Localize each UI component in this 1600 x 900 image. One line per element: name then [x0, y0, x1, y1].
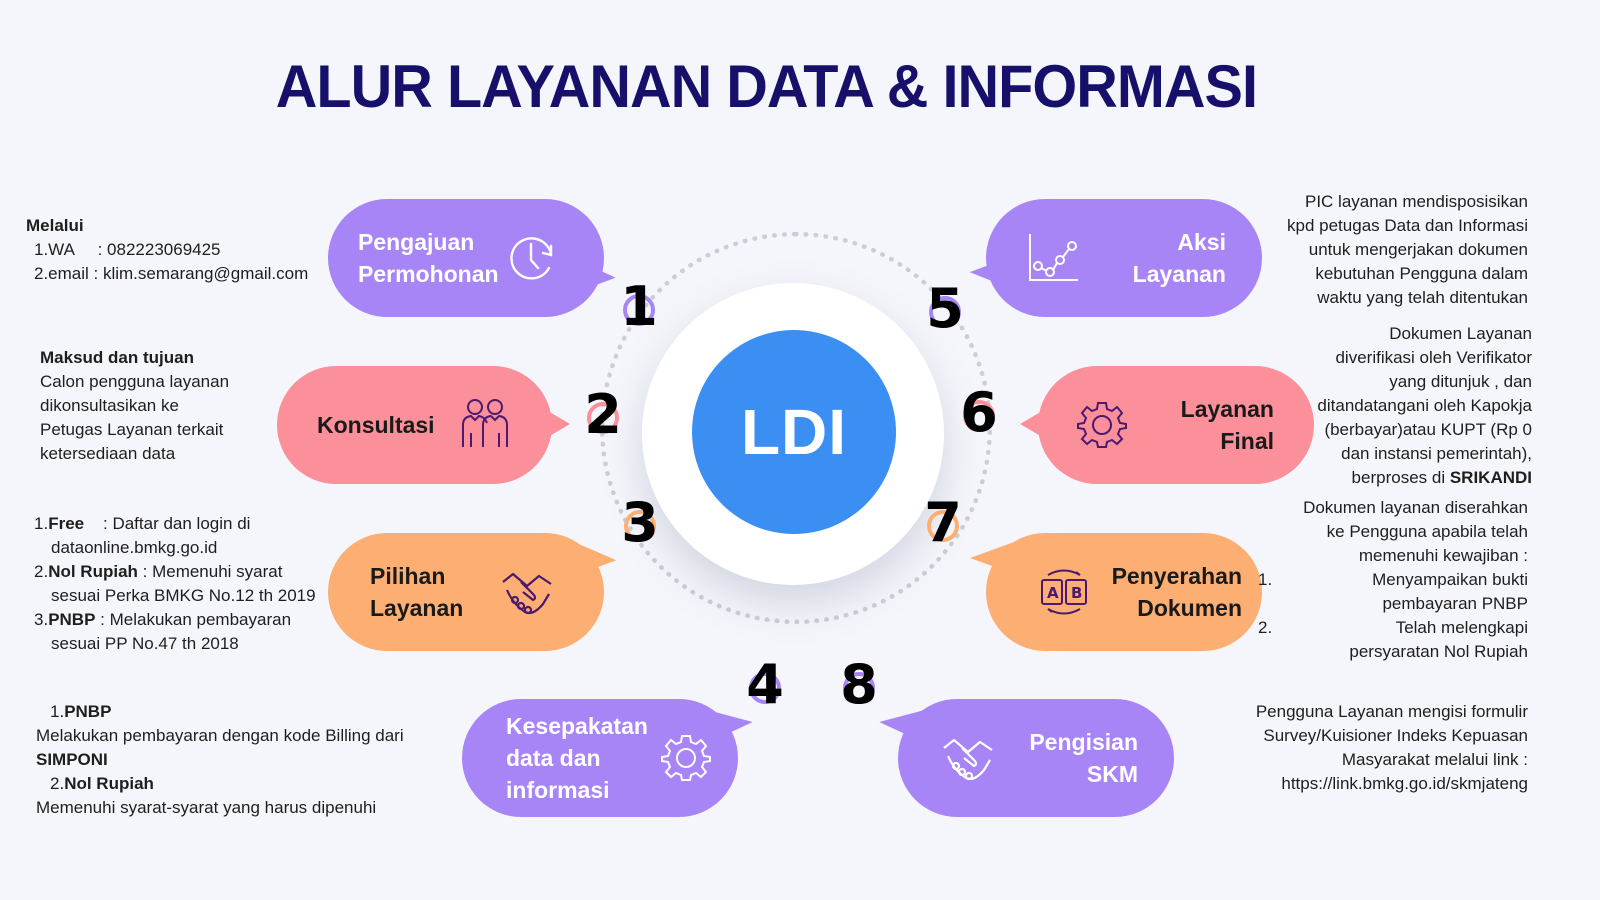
- step-label: Layanan: [1180, 396, 1274, 422]
- description-step-6: Dokumen Layanan diverifikasi oleh Verifi…: [1317, 324, 1532, 487]
- step-number-5: 5: [926, 277, 964, 340]
- step-label: Aksi: [1177, 229, 1226, 255]
- people-icon: [457, 397, 513, 453]
- step-label: informasi: [506, 777, 610, 803]
- bubble-tail: [570, 263, 616, 309]
- description-step-1: Melalui 1.WA : 082223069425 2.email : kl…: [26, 216, 309, 283]
- step-label: Pengajuan: [358, 229, 475, 255]
- step-number-7: 7: [924, 491, 962, 554]
- description-step-8: Pengguna Layanan mengisi formulir Survey…: [1256, 700, 1528, 796]
- clock-refresh-icon: [505, 230, 561, 286]
- handshake-icon: [940, 730, 996, 786]
- step-label: Permohonan: [358, 261, 499, 287]
- step-label: Dokumen: [1137, 595, 1242, 621]
- step-number-2: 2: [584, 383, 622, 446]
- step-label: Layanan: [1132, 261, 1226, 287]
- center-ldi-circle: LDI: [692, 330, 896, 534]
- description-step-3: 1.Free : Daftar dan login di dataonline.…: [34, 514, 316, 653]
- bubble-tail: [546, 410, 570, 438]
- bubble-tail: [879, 694, 925, 738]
- description-step-5: PIC layanan mendisposisikan kpd petugas …: [1287, 192, 1528, 307]
- step-number-4: 4: [746, 653, 784, 716]
- step-label: Konsultasi: [317, 412, 435, 438]
- svg-text:B: B: [1071, 584, 1082, 602]
- step-number-8: 8: [840, 653, 878, 716]
- gear-icon: [658, 730, 714, 786]
- step-label: SKM: [1086, 761, 1138, 787]
- step-bubble-aksi-layanan[interactable]: Aksi Layanan: [969, 199, 1262, 317]
- step-bubble-konsultasi[interactable]: Konsultasi: [277, 366, 570, 484]
- step-number-1: 1: [620, 275, 658, 338]
- center-label: LDI: [740, 396, 848, 468]
- step-number-3: 3: [621, 491, 659, 554]
- step-label: Layanan: [370, 595, 464, 621]
- line-chart-icon: [1026, 230, 1082, 286]
- bubble-tail: [969, 529, 1015, 571]
- step-bubble-layanan-final[interactable]: Layanan Final: [1020, 366, 1314, 484]
- step-label: data dan: [506, 745, 601, 771]
- step-bubble-kesepakatan[interactable]: Kesepakatan data dan informasi: [462, 694, 753, 817]
- step-label: Kesepakatan: [506, 713, 648, 739]
- step-bubble-pengajuan-permohonan[interactable]: Pengajuan Permohonan: [328, 199, 616, 317]
- bubble-tail: [573, 530, 617, 572]
- page-title: ALUR LAYANAN DATA & INFORMASI: [275, 53, 1258, 120]
- bubble-tail: [969, 259, 1015, 303]
- description-step-7: Dokumen layanan diserahkan ke Pengguna a…: [1258, 498, 1528, 661]
- step-label: Penyerahan: [1111, 563, 1242, 589]
- description-step-2: Maksud dan tujuan Calon pengguna layanan…: [40, 348, 230, 463]
- skm-link[interactable]: https://link.bmkg.go.id/skmjateng: [1281, 774, 1528, 793]
- gear-icon: [1074, 397, 1130, 453]
- step-label: Final: [1220, 428, 1274, 454]
- step-number-6: 6: [960, 381, 998, 444]
- handshake-icon: [499, 564, 555, 620]
- step-bubble-pengisian-skm[interactable]: Pengisian SKM: [879, 694, 1174, 817]
- svg-text:A: A: [1047, 584, 1059, 602]
- bubble-tail: [1020, 410, 1044, 438]
- description-step-4: 1.PNBP Melakukan pembayaran dengan kode …: [36, 702, 404, 817]
- step-label: Pengisian: [1029, 729, 1138, 755]
- step-bubble-pilihan-layanan[interactable]: Pilihan Layanan: [328, 530, 617, 651]
- step-label: Pilihan: [370, 563, 446, 589]
